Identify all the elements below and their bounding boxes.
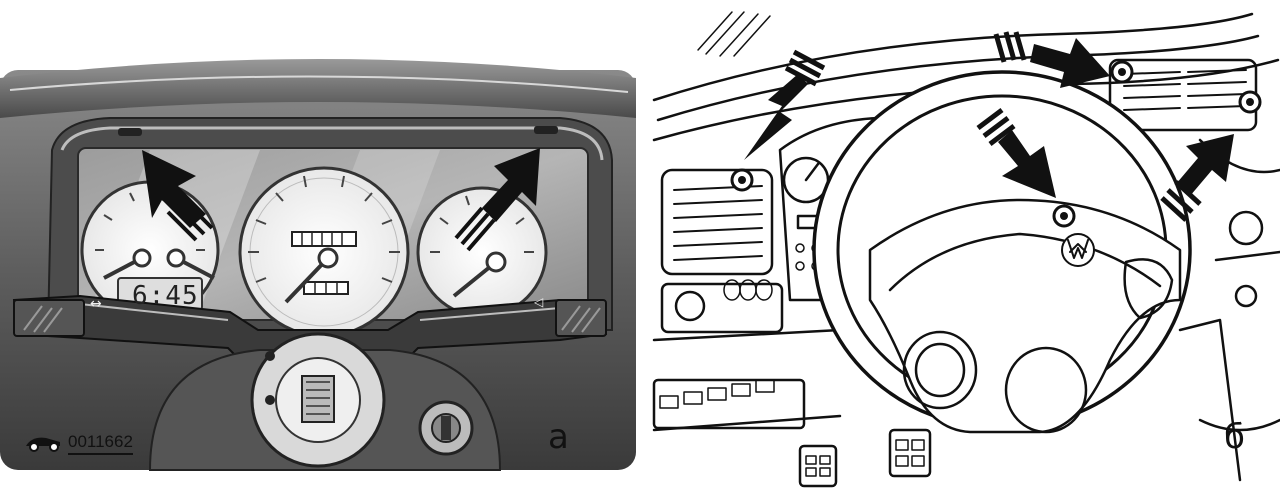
temperature-fuel-gauge (416, 186, 548, 318)
panel-b-steering-wheel: б (640, 0, 1280, 492)
steering-wheel-illustration (652, 11, 1280, 488)
arrow-right-icon (993, 31, 1110, 88)
speedometer-gauge (238, 166, 410, 338)
panel-a-instrument-cluster: ↔ ◁ 6:45 0011662 а (0, 59, 636, 471)
arrow-up-right-icon (1160, 134, 1234, 222)
instrument-cluster-illustration: ↔ ◁ (0, 59, 636, 471)
arrow-up-right-icon (454, 148, 540, 252)
vw-logo-icon (1061, 233, 1095, 267)
svg-text:◁: ◁ (533, 295, 543, 309)
svg-text:↔: ↔ (90, 296, 102, 312)
screw-icon (730, 60, 1262, 228)
panel-letter-a: а (548, 417, 569, 457)
figure-code-label: 0011662 (24, 432, 133, 455)
arrow-down-left-icon (744, 49, 826, 160)
clock-readout: 6:45 (132, 281, 199, 311)
panel-letter-b: б (1224, 417, 1245, 457)
arrow-down-right-icon (976, 108, 1056, 198)
car-logo-icon (26, 437, 60, 452)
arrow-up-left-icon (142, 150, 214, 242)
dashboard-top-edge (0, 59, 636, 118)
figure-code: 0011662 (68, 432, 133, 455)
